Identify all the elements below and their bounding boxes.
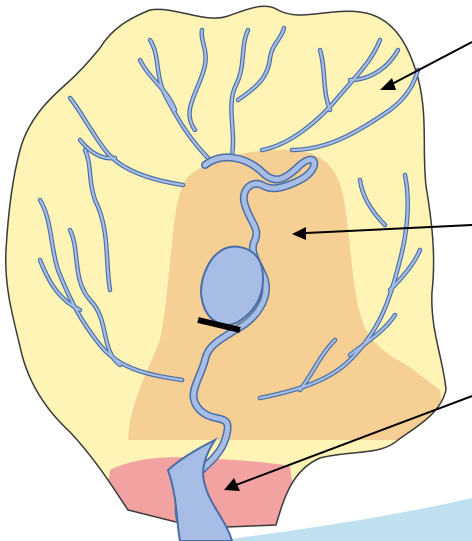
drainage-basin-diagram <box>0 0 472 541</box>
